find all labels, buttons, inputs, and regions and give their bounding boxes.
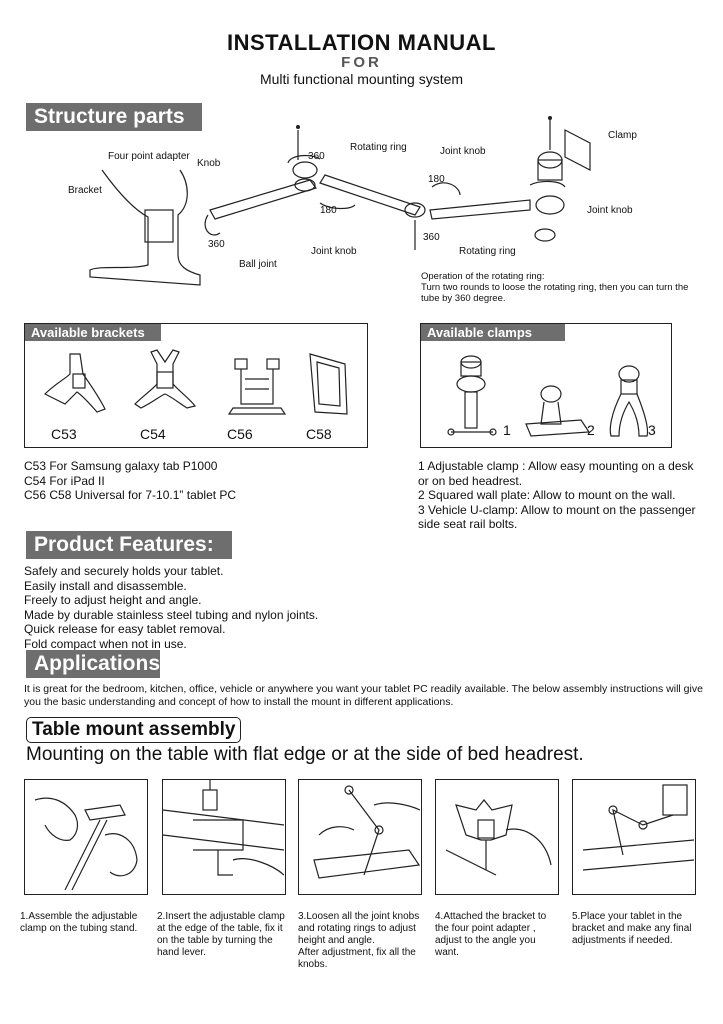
- bracket-model-c56: C56: [227, 426, 253, 442]
- step-4-image: [435, 779, 559, 895]
- feature-item: Safely and securely holds your tablet.: [24, 564, 224, 578]
- feature-item: Made by durable stainless steel tubing a…: [24, 607, 319, 622]
- clamps-descriptions: 1 Adjustable clamp : Allow easy mounting…: [418, 459, 696, 531]
- label-360-c: 360: [423, 232, 440, 243]
- label-clamp: Clamp: [608, 130, 637, 141]
- brackets-descriptions: C53 For Samsung galaxy tab P1000 C54 For…: [24, 459, 237, 502]
- step-5-text: 5.Place your tablet in the bracket and m…: [572, 911, 692, 946]
- step-3-image: [298, 779, 422, 895]
- feature-item: Fold compact when not in use.: [24, 636, 187, 651]
- clamps-illustration: [447, 355, 649, 437]
- label-joint-knob-top: Joint knob: [440, 146, 486, 157]
- features-list: Safely and securely holds your tablet. E…: [24, 564, 444, 651]
- rotating-ring-note: Operation of the rotating ring: Turn two…: [421, 271, 689, 304]
- clamps-heading: Available clamps: [421, 324, 565, 341]
- feature-item: Easily install and disassemble.: [24, 578, 187, 593]
- label-knob: Knob: [197, 158, 221, 169]
- step-4-text: 4.Attached the bracket to the four point…: [435, 911, 547, 958]
- document-subtitle: Multi functional mounting system: [259, 71, 464, 87]
- label-360-b: 360: [308, 151, 325, 162]
- label-360-a: 360: [208, 239, 225, 250]
- applications-text: It is great for the bedroom, kitchen, of…: [24, 683, 703, 708]
- label-ball-joint: Ball joint: [239, 259, 277, 270]
- structure-heading: Structure parts: [26, 103, 202, 131]
- label-four-point-adapter: Four point adapter: [108, 151, 190, 162]
- feature-item: Quick release for easy tablet removal.: [24, 622, 226, 636]
- step-1-image: [24, 779, 148, 895]
- step-1-text: 1.Assemble the adjustable clamp on the t…: [20, 911, 138, 934]
- brackets-panel: Available brackets C53 C54 C56 C58: [24, 323, 368, 448]
- label-180-a: 180: [320, 205, 337, 216]
- features-heading: Product Features:: [26, 531, 232, 559]
- assembly-subheading: Mounting on the table with flat edge or …: [26, 744, 584, 765]
- label-180-b: 180: [428, 174, 445, 185]
- structure-diagram: [89, 116, 591, 286]
- assembly-heading: Table mount assembly: [26, 717, 242, 743]
- step-2-image: [162, 779, 286, 895]
- clamp-number-3: 3: [648, 422, 656, 438]
- clamp-number-1: 1: [503, 422, 511, 438]
- clamp-number-2: 2: [587, 422, 595, 438]
- bracket-model-c58: C58: [306, 426, 332, 442]
- label-rotating-ring-top: Rotating ring: [350, 142, 407, 153]
- label-rotating-ring-bottom: Rotating ring: [459, 246, 516, 257]
- step-3-text: 3.Loosen all the joint knobs and rotatin…: [298, 911, 420, 970]
- bracket-model-c53: C53: [51, 426, 77, 442]
- brackets-heading: Available brackets: [25, 324, 161, 341]
- document-title: INSTALLATION MANUAL: [227, 30, 496, 55]
- feature-item: Freely to adjust height and angle.: [24, 593, 202, 607]
- label-bracket: Bracket: [68, 185, 102, 196]
- clamps-panel: Available clamps 1 2 3: [420, 323, 672, 448]
- label-joint-knob-bottom: Joint knob: [311, 246, 357, 257]
- applications-heading: Applications:: [26, 650, 167, 678]
- brackets-illustration: [43, 349, 348, 415]
- document-for: FOR: [341, 54, 382, 71]
- step-5-image: [572, 779, 696, 895]
- bracket-model-c54: C54: [140, 426, 166, 442]
- step-2-text: 2.Insert the adjustable clamp at the edg…: [157, 911, 285, 958]
- label-joint-knob-right: Joint knob: [587, 205, 633, 216]
